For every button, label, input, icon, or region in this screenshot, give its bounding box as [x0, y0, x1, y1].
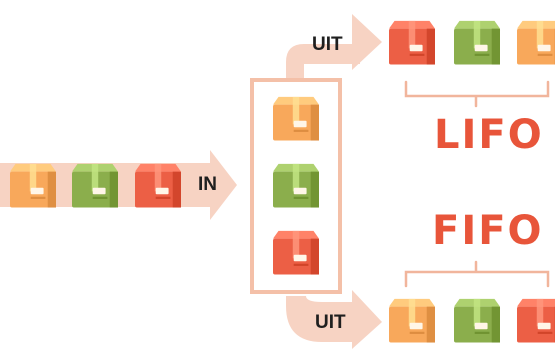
stack-box-1-tape — [292, 96, 300, 125]
input-box-2-text-line — [92, 196, 108, 199]
bottom-output-arrow-head — [352, 290, 382, 349]
fifo-box-1-sticker — [409, 322, 423, 330]
lifo-box-3 — [517, 20, 555, 65]
stack-box-3-side — [310, 238, 319, 275]
fifo-box-2-tape — [473, 298, 481, 327]
stack-box-3-text-line — [293, 263, 309, 266]
stack-box-1-text-line — [293, 129, 309, 132]
lifo-box-2-tape — [473, 20, 481, 49]
top-output-arrow — [286, 14, 382, 84]
input-box-2-side — [109, 171, 118, 208]
fifo-box-2 — [454, 298, 500, 343]
top-output-arrow-head — [352, 14, 382, 70]
input-box-3-side — [172, 171, 181, 208]
fifo-title: FIFO — [432, 208, 544, 254]
lifo-box-2-side — [491, 28, 500, 65]
stack-box-1-sticker — [293, 120, 307, 128]
lifo-box-2 — [454, 20, 500, 65]
input-box-1-sticker — [30, 187, 44, 195]
lifo-box-1-sticker — [409, 44, 423, 52]
top-output-arrow-shaft — [286, 44, 360, 84]
stack-box-1-side — [310, 104, 319, 141]
stack-box-3-sticker — [293, 254, 307, 262]
in-label: IN — [198, 174, 217, 195]
lifo-box-3-lid — [517, 20, 555, 29]
fifo-box-3-sticker — [537, 322, 551, 330]
fifo-box-2-side — [491, 306, 500, 343]
stack-box-2 — [273, 163, 319, 208]
lifo-box-1 — [389, 20, 435, 65]
lifo-box-1-text-line — [409, 53, 425, 56]
input-box-1-tape — [29, 163, 37, 192]
lifo-box-1-tape — [408, 20, 416, 49]
fifo-box-1-text-line — [409, 331, 425, 334]
input-box-1 — [10, 163, 56, 208]
stack-box-2-tape — [292, 163, 300, 192]
stack-box-3-tape — [292, 230, 300, 259]
stack-box-2-text-line — [293, 196, 309, 199]
fifo-box-3-lid — [517, 298, 555, 307]
stack-box-2-sticker — [293, 187, 307, 195]
input-box-3-tape — [154, 163, 162, 192]
fifo-box-2-text-line — [474, 331, 490, 334]
boxes-layer — [10, 20, 555, 343]
fifo-box-3-text-line — [537, 331, 553, 334]
fifo-box-1-side — [426, 306, 435, 343]
stack-box-1 — [273, 96, 319, 141]
input-box-3 — [135, 163, 181, 208]
fifo-box-3 — [517, 298, 555, 343]
input-box-3-sticker — [155, 187, 169, 195]
lifo-box-3-text-line — [537, 53, 553, 56]
bottom-out-label: UIT — [315, 312, 346, 333]
input-box-2 — [72, 163, 118, 208]
bottom-output-arrow-shaft — [286, 296, 360, 342]
lifo-title: LIFO — [434, 112, 544, 158]
lifo-box-3-tape — [536, 20, 544, 49]
lifo-box-3-sticker — [537, 44, 551, 52]
fifo-box-3-tape — [536, 298, 544, 327]
input-box-2-tape — [91, 163, 99, 192]
fifo-box-1 — [389, 298, 435, 343]
fifo-box-1-tape — [408, 298, 416, 327]
fifo-box-2-sticker — [474, 322, 488, 330]
lifo-box-2-sticker — [474, 44, 488, 52]
input-box-1-text-line — [30, 196, 46, 199]
fifo-bracket — [404, 260, 550, 288]
stack-box-2-side — [310, 171, 319, 208]
input-box-2-sticker — [92, 187, 106, 195]
input-box-3-text-line — [155, 196, 171, 199]
lifo-bracket — [404, 80, 550, 108]
lifo-box-2-text-line — [474, 53, 490, 56]
stack-box-3 — [273, 230, 319, 275]
bottom-output-arrow — [286, 290, 382, 349]
lifo-box-1-side — [426, 28, 435, 65]
top-out-label: UIT — [312, 34, 343, 55]
input-arrow-head — [210, 150, 237, 220]
input-box-1-side — [47, 171, 56, 208]
